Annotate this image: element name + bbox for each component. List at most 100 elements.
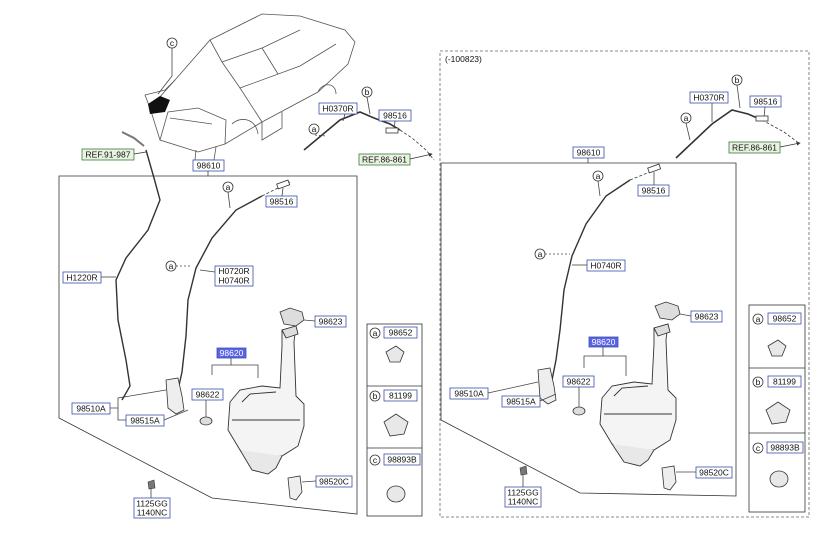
part-number[interactable]: 98610 [577,148,601,158]
ref-label[interactable]: REF.86-861 [362,155,407,165]
part-number[interactable]: 98623 [319,317,343,327]
callout-letter: b [365,87,370,97]
part-callout[interactable] [71,402,111,415]
part-callout[interactable] [191,388,224,401]
part-number[interactable]: H0720R [218,266,249,276]
legend-item-c: c 98893B [369,453,421,503]
part-callout[interactable] [749,95,782,108]
part-number[interactable]: 98520C [699,468,729,478]
part-callout[interactable] [695,466,733,479]
legend-letter: c [756,443,761,453]
ref-tag[interactable] [81,148,135,161]
part-callout-highlighted[interactable] [588,336,619,348]
legend-panel-left: a 98652 b 81199 c 98893B [366,323,423,517]
plug-icon [386,485,406,503]
part-callout[interactable] [690,310,723,323]
part-number[interactable]: H1220R [66,273,97,283]
washer-reservoir-98620 [227,325,305,475]
part-callout[interactable] [192,159,225,172]
part-number[interactable]: 98510A [76,404,106,414]
part-callout[interactable] [265,195,298,208]
part-number[interactable]: 98516 [754,97,778,107]
part-callout[interactable] [689,91,729,104]
callout-letter: a [538,249,543,259]
part-number[interactable]: 98623 [695,312,719,322]
part-callout[interactable] [562,375,595,388]
part-number[interactable]: 98520C [319,477,349,487]
part-callout-double[interactable] [214,265,254,287]
legend-part-number[interactable]: 98652 [773,314,797,324]
hose-joint [647,163,662,174]
part-number[interactable]: H0370R [322,104,353,114]
legend-part-number[interactable]: 81199 [389,391,412,401]
legend-part-number[interactable]: 98893B [387,455,417,465]
part-number[interactable]: 98622 [567,377,591,387]
part-number[interactable]: H0370R [693,93,724,103]
hose-top-right [303,111,401,151]
part-number[interactable]: 98515A [506,397,536,407]
legend-letter: b [373,391,378,401]
clip-icon [385,345,405,363]
part-number[interactable]: H0740R [218,276,249,286]
part-number[interactable]: 98620 [592,337,616,347]
part-number[interactable]: 1140NC [137,508,168,518]
part-callout[interactable] [315,475,353,488]
ref-label[interactable]: REF.86-861 [732,143,777,153]
clip-icon [765,401,791,425]
legend-part-number[interactable]: 98652 [389,328,413,338]
part-number[interactable]: 98515A [130,416,160,426]
legend-item-b: b 81199 [369,389,418,437]
grommet-98622 [199,416,213,426]
ref-label[interactable]: REF.91-987 [86,150,131,160]
part-number[interactable]: 98610 [197,161,221,171]
part-callout-highlighted[interactable] [216,347,247,359]
legend-part-number[interactable]: 81199 [773,377,796,387]
part-number[interactable]: H0740R [590,261,621,271]
right-assembly: (-100823) a b H0370R 98516 REF.86-861 98… [439,50,810,518]
callout-letter: a [596,171,601,181]
part-callout[interactable] [318,102,358,115]
callout-letter: a [226,182,231,192]
bolt-icon [519,465,528,476]
part-callout[interactable] [572,146,605,159]
date-note: (-100823) [445,54,482,64]
part-number[interactable]: 98622 [196,390,220,400]
part-number[interactable]: 1125GG [507,488,539,498]
ref-tag[interactable] [358,153,411,166]
part-number[interactable]: 98510A [454,389,484,399]
legend-part-number[interactable]: 98893B [770,443,800,453]
washer-nozzle-hood-area [148,96,170,114]
part-number[interactable]: 98516 [642,186,666,196]
part-callout[interactable] [314,315,347,328]
part-callout[interactable] [62,271,102,284]
ref-tag[interactable] [728,141,781,154]
part-callout[interactable] [501,395,541,408]
hose-ref-stub [121,131,145,147]
part-number[interactable]: 98516 [383,111,407,121]
hose-top-right [675,109,763,159]
hose-joint [755,115,769,122]
part-callout-double[interactable] [133,497,171,519]
legend-item-a: a 98652 [752,312,802,357]
part-number[interactable]: 98620 [220,348,244,358]
variant-frame [439,50,810,518]
callout-letter: c [170,38,175,48]
part-callout[interactable] [125,414,165,427]
part-callout[interactable] [637,184,670,197]
bolt-icon [147,479,156,490]
washer-pump-98510a [165,377,185,415]
part-number[interactable]: 98516 [270,197,294,207]
legend-item-a: a 98652 [369,326,418,363]
filler-cap-98623 [654,301,681,321]
part-callout[interactable] [449,387,489,400]
clip-icon [383,413,409,437]
hose-h0720r [177,195,263,391]
assembly-boundary [440,162,737,497]
part-callout[interactable] [586,259,626,272]
legend-letter: b [756,377,761,387]
vehicle-illustration [144,13,356,161]
part-callout-double[interactable] [504,486,542,508]
part-number[interactable]: 1125GG [136,499,168,509]
part-number[interactable]: 1140NC [508,497,539,507]
